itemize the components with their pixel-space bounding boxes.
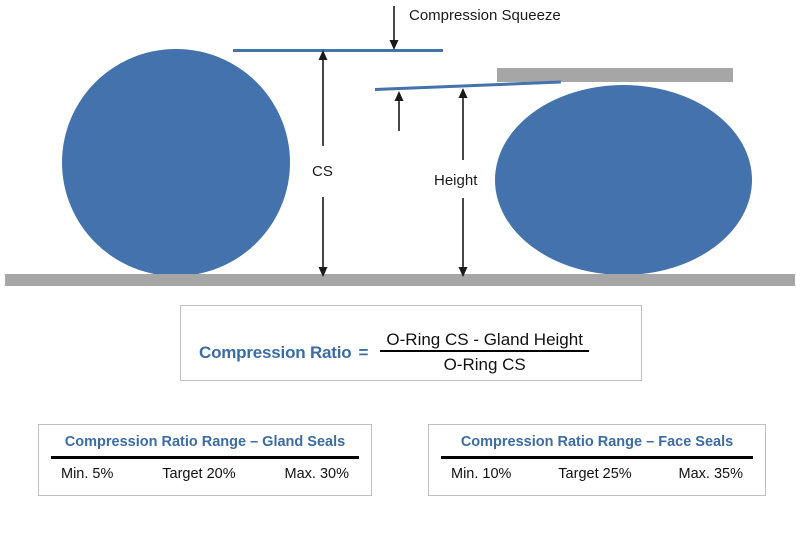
formula-denominator: O-Ring CS (443, 355, 526, 374)
formula-title: Compression Ratio (199, 342, 352, 362)
range-max-gland-seals: Max. 30% (284, 466, 349, 482)
range-box-gland-seals: Compression Ratio Range – Gland Seals Mi… (38, 424, 372, 496)
range-target-gland-seals: Target 20% (162, 466, 236, 482)
squeeze-short-arrow (394, 91, 404, 131)
gland-plate-bar (497, 68, 733, 82)
range-target-face-seals: Target 25% (558, 466, 632, 482)
formula-row: Compression Ratio = O-Ring CS - Gland He… (199, 330, 589, 375)
label-compression-squeeze: Compression Squeeze (409, 7, 561, 24)
range-min-gland-seals: Min. 5% (61, 466, 114, 482)
label-height: Height (434, 172, 478, 189)
oring-compressed-ellipse (495, 85, 752, 275)
range-title-face-seals: Compression Ratio Range – Face Seals (460, 434, 734, 450)
range-values-gland-seals: Min. 5% Target 20% Max. 30% (39, 459, 371, 482)
formula-fraction: O-Ring CS - Gland Height O-Ring CS (380, 330, 589, 375)
compression-ratio-formula-box: Compression Ratio = O-Ring CS - Gland He… (180, 305, 642, 381)
formula-equals-sign: = (358, 342, 369, 362)
reference-line-uncompressed-top (233, 49, 443, 52)
formula-numerator: O-Ring CS - Gland Height (386, 330, 583, 349)
base-plate-bar (5, 274, 795, 286)
range-title-gland-seals: Compression Ratio Range – Gland Seals (64, 434, 346, 450)
reference-line-compressed-top (374, 80, 561, 91)
range-box-face-seals: Compression Ratio Range – Face Seals Min… (428, 424, 766, 496)
label-cs: CS (312, 163, 333, 180)
range-rule-gland-seals (51, 456, 359, 459)
range-max-face-seals: Max. 35% (678, 466, 743, 482)
compression-squeeze-arrow (389, 6, 399, 50)
range-values-face-seals: Min. 10% Target 25% Max. 35% (429, 459, 765, 482)
range-rule-face-seals (441, 456, 753, 459)
range-min-face-seals: Min. 10% (451, 466, 512, 482)
oring-uncompressed-circle (62, 49, 290, 276)
formula-fraction-bar (380, 350, 589, 352)
